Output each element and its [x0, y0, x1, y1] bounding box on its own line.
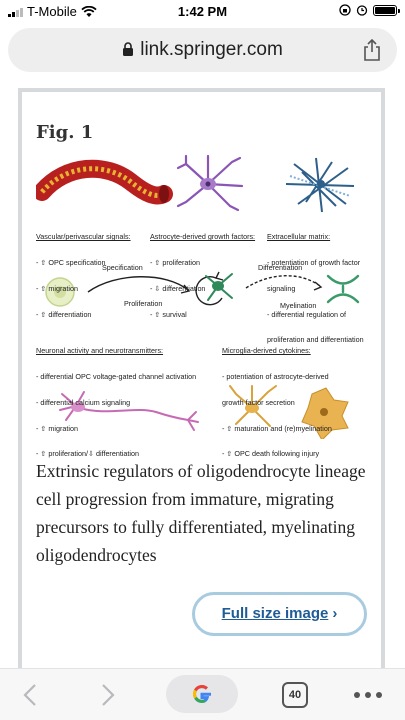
url-text: link.springer.com: [140, 39, 283, 60]
tab-count: 40: [288, 689, 302, 701]
astrocyte-line: - ⇩ differentiation: [150, 283, 206, 293]
google-search-button[interactable]: [166, 675, 238, 713]
vascular-heading: Vascular/perivascular signals:: [36, 232, 131, 242]
share-icon[interactable]: [363, 39, 381, 61]
google-g-icon: [193, 685, 211, 703]
neuronal-line: - differential calcium signaling: [36, 397, 131, 407]
microglia-heading: Microglia-derived cytokines:: [222, 346, 311, 356]
orientation-lock-icon: [339, 4, 351, 16]
stage-myelination: Myelination: [280, 301, 317, 310]
neuronal-line: - differential OPC voltage-gated channel…: [36, 371, 197, 381]
stage-differentiation: Differentiation: [258, 263, 303, 272]
cellular-signal-icon: [8, 7, 23, 17]
more-dots-icon: [354, 692, 382, 698]
carrier-name: T-Mobile: [27, 4, 77, 19]
forward-button[interactable]: [94, 677, 122, 713]
vascular-line: - ⇧ OPC specification: [36, 257, 106, 267]
ecm-heading: Extracellular matrix:: [267, 232, 331, 242]
blood-vessel-illustration: [36, 159, 173, 205]
status-left: T-Mobile: [8, 4, 97, 19]
ecm-line: - differential regulation of: [267, 309, 346, 319]
vascular-text: Vascular/perivascular signals: - ⇧ OPC s…: [36, 216, 131, 336]
ecm-line: proliferation and differentiation: [267, 335, 364, 345]
status-bar: T-Mobile 1:42 PM: [0, 0, 405, 24]
lock-icon: [123, 42, 134, 56]
astrocyte-line: - ⇧ survival: [150, 309, 187, 319]
microglia-line: - potentiation of astrocyte-derived: [222, 371, 329, 381]
microglia-illustration: [229, 385, 349, 439]
ecm-text: Extracellular matrix: - potentiation of …: [267, 216, 364, 362]
ecm-line: - potentiation of growth factor: [267, 257, 361, 267]
full-size-image-button[interactable]: Full size image›: [192, 592, 367, 636]
figure-caption: Extrinsic regulators of oligodendrocyte …: [36, 461, 366, 565]
wifi-icon: [81, 5, 97, 17]
more-menu-button[interactable]: [352, 677, 384, 713]
chevron-left-icon: [23, 684, 36, 706]
neuronal-line: - ⇧ proliferation/⇩ differentiation: [36, 449, 140, 459]
neuronal-text: Neuronal activity and neurotransmitters:…: [36, 330, 196, 476]
astrocyte-heading: Astrocyte-derived growth factors:: [150, 232, 256, 242]
battery-icon: [373, 4, 400, 16]
microglia-text: Microglia-derived cytokines: - potentiat…: [222, 330, 332, 476]
back-button[interactable]: [16, 677, 44, 713]
figure-card: Fig. 1: [18, 88, 385, 668]
neuronal-heading: Neuronal activity and neurotransmitters:: [36, 346, 164, 356]
tab-switcher-button[interactable]: 40: [282, 682, 308, 708]
lineage-progression: [45, 271, 360, 307]
url-bar[interactable]: link.springer.com: [8, 28, 397, 72]
neuron-illustration: [59, 391, 199, 431]
microglia-line: - ⇧ maturation and (re)myelination: [222, 423, 332, 433]
astrocyte-text: Astrocyte-derived growth factors: - ⇧ pr…: [150, 216, 255, 336]
microglia-line: - ⇧ OPC death following injury: [222, 449, 320, 459]
alarm-icon: [356, 5, 368, 16]
stage-proliferation: Proliferation: [124, 299, 163, 308]
stage-specification: Specification: [102, 263, 143, 272]
astrocyte-line: - ⇧ proliferation: [150, 257, 200, 267]
battery-level: [375, 6, 395, 14]
chevron-right-icon: ›: [332, 605, 338, 622]
figure-illustration[interactable]: Vascular/perivascular signals: - ⇧ OPC s…: [36, 154, 368, 458]
figure-artwork: [36, 154, 360, 439]
clock: 1:42 PM: [177, 4, 228, 19]
astrocyte-illustration: [176, 154, 244, 212]
full-size-image-label: Full size image: [221, 605, 329, 622]
neuronal-line: - ⇧ migration: [36, 423, 78, 433]
vascular-line: - ⇧ migration: [36, 283, 78, 293]
url-display[interactable]: link.springer.com: [8, 39, 397, 61]
vascular-line: - ⇧ differentiation: [36, 309, 92, 319]
extracellular-matrix-illustration: [285, 157, 355, 213]
microglia-line: growth factor secretion: [222, 397, 295, 407]
figure-label: Fig. 1: [36, 122, 94, 143]
status-right: [339, 4, 400, 16]
ecm-line: signaling: [267, 283, 296, 293]
chevron-right-icon: [102, 684, 115, 706]
browser-toolbar: 40: [0, 668, 405, 720]
